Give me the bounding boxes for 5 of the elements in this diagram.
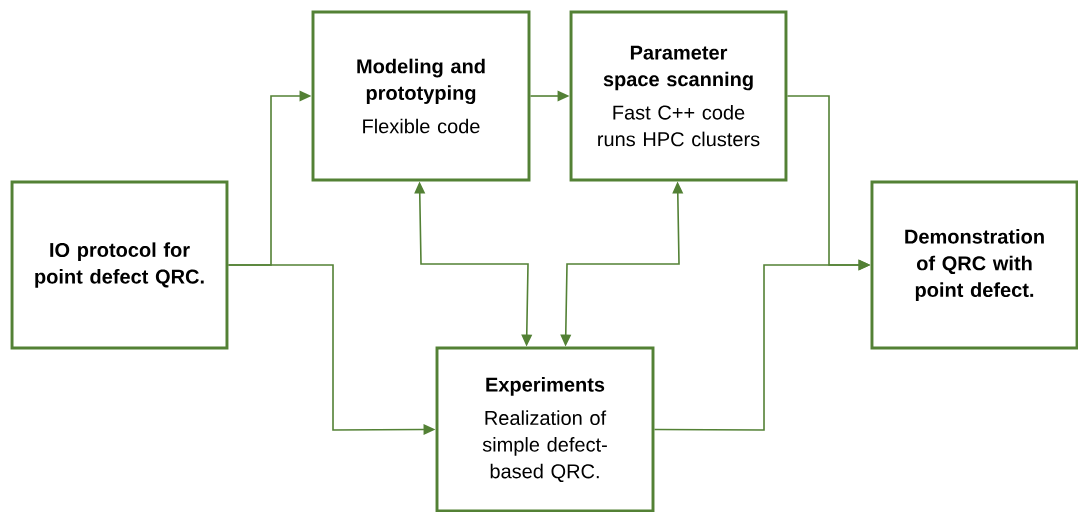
process-box: Experiments Realization of simple defect-based QRC.	[435, 346, 655, 512]
process-box: IO protocol for point defect QRC.	[10, 180, 229, 350]
process-box: Parameter space scanning Fast C++ code runs HPC clusters	[569, 10, 788, 182]
process-box: Modeling and prototyping Flexible code	[311, 10, 531, 182]
process-box: Demonstration of QRC with point defect.	[870, 180, 1078, 350]
